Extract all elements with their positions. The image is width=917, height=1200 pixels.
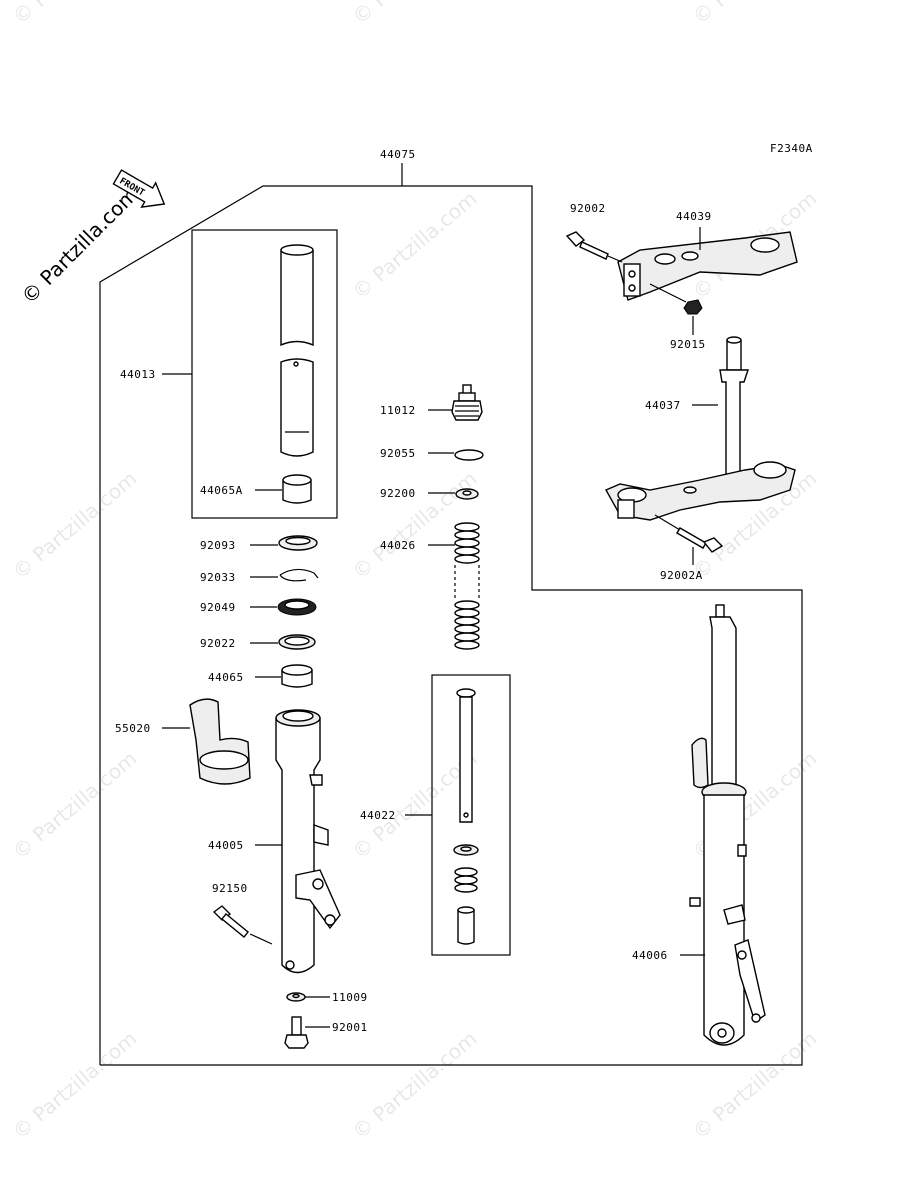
label-92150: 92150	[212, 882, 248, 895]
bolt-92150-part	[212, 905, 273, 945]
cap-bolt-11012-part	[451, 384, 483, 421]
label-44022: 44022	[360, 809, 396, 822]
nut-92015-part	[649, 283, 703, 315]
outer-tube-44005-part	[275, 709, 341, 974]
watermark: © Partzilla.com	[8, 466, 142, 584]
label-55020: 55020	[115, 722, 151, 735]
dust-seal-92093-part	[278, 535, 318, 551]
label-92002A: 92002A	[660, 569, 703, 582]
label-44037: 44037	[645, 399, 681, 412]
label-92055: 92055	[380, 447, 416, 460]
label-92022: 92022	[200, 637, 236, 650]
bushing-44065-part	[281, 664, 313, 688]
bolt-92002A-part	[654, 514, 724, 553]
watermark: © Partzilla.com	[8, 746, 142, 864]
label-11009: 11009	[332, 991, 368, 1004]
o-ring-92055-part	[454, 449, 484, 461]
bushing-44065A-part	[282, 474, 312, 504]
stop-ring-92033-part	[279, 568, 319, 582]
label-92015: 92015	[670, 338, 706, 351]
washer-92200-part	[455, 488, 479, 500]
label-92002: 92002	[570, 202, 606, 215]
label-92033: 92033	[200, 571, 236, 584]
damper-rod-44022-part	[453, 688, 479, 945]
label-44026: 44026	[380, 539, 416, 552]
watermark: © Partzilla.com	[688, 1026, 822, 1144]
watermark: © Partzilla.com	[348, 186, 482, 304]
watermark: © Partzilla.com	[688, 0, 822, 29]
label-44075: 44075	[380, 148, 416, 161]
label-92049: 92049	[200, 601, 236, 614]
label-11012: 11012	[380, 404, 416, 417]
label-44006: 44006	[632, 949, 668, 962]
washer-11009-part	[286, 992, 306, 1002]
bolt-92001-part	[284, 1016, 309, 1049]
label-92093: 92093	[200, 539, 236, 552]
subassembly-box-44013	[191, 229, 338, 519]
watermark: © Partzilla.com	[8, 0, 142, 29]
washer-92022-part	[278, 634, 316, 650]
inner-tube-part	[280, 244, 314, 457]
diagram-code: F2340A	[770, 142, 813, 155]
spring-44026-part	[454, 522, 480, 650]
label-92001: 92001	[332, 1021, 368, 1034]
assembly-outline-44075	[99, 185, 803, 1066]
label-92200: 92200	[380, 487, 416, 500]
steering-stem-44037-part	[605, 336, 796, 521]
label-44013: 44013	[120, 368, 156, 381]
fork-assembly-44006-part	[689, 604, 766, 1046]
watermark: © Partzilla.com	[348, 0, 482, 29]
watermark: © Partzilla.com	[348, 1026, 482, 1144]
watermark: © Partzilla.com	[8, 1026, 142, 1144]
label-44065A: 44065A	[200, 484, 243, 497]
fork-cover-55020-part	[189, 698, 251, 785]
label-44005: 44005	[208, 839, 244, 852]
upper-bracket-44039-part	[617, 231, 798, 301]
label-44065: 44065	[208, 671, 244, 684]
oil-seal-92049-part	[277, 598, 317, 616]
watermark-logo: © Partzilla.com	[17, 182, 143, 308]
label-44039: 44039	[676, 210, 712, 223]
bolt-92002-part	[565, 231, 623, 263]
